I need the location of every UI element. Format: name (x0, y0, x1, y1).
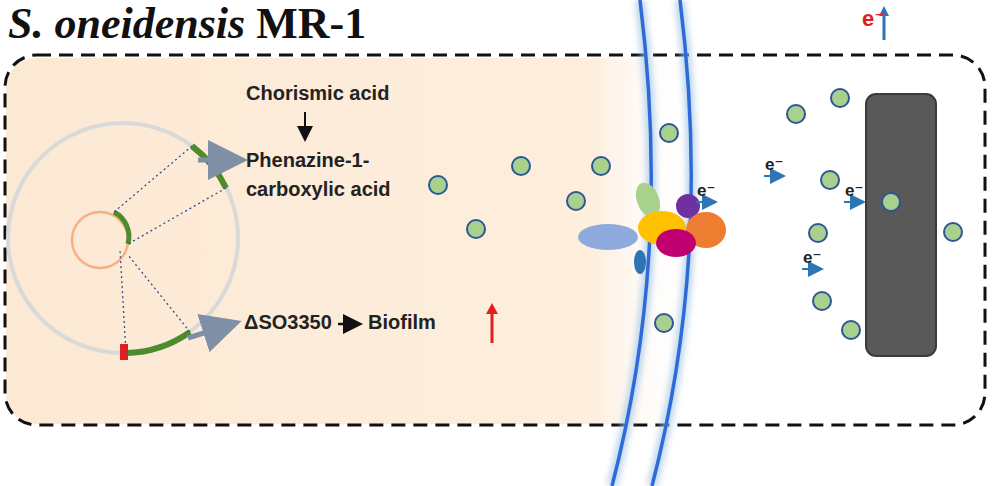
gene-deletion-label: ΔSO3350 (244, 311, 332, 334)
reaction-arrow (304, 112, 306, 138)
electron-label: e⁻ (765, 154, 783, 175)
cell-outline (5, 55, 985, 425)
electron-arrow (696, 176, 862, 269)
compound-label: Chorismic acid (246, 82, 389, 105)
chromosome-ring (8, 123, 238, 353)
increase-arrow (486, 303, 498, 314)
cell-interior (6, 58, 696, 424)
electrode (866, 94, 936, 356)
electrode-wire (896, 0, 904, 96)
gene-arc (192, 146, 226, 188)
electron-label: e⁻ (862, 6, 886, 32)
effect-arrow (338, 323, 358, 326)
gene-arrow (198, 158, 238, 163)
deletion-mark (120, 344, 128, 360)
title: S. oneidensis MR-1 (8, 0, 366, 49)
plasmid-ring (72, 212, 128, 268)
electron-label: e⁻ (803, 247, 821, 268)
protein-complex (578, 179, 726, 274)
gene-arrow (188, 324, 232, 338)
phenotype-label: Biofilm (368, 311, 436, 334)
gene-arc (126, 332, 190, 353)
electron-label: e⁻ (845, 180, 863, 201)
compound-label: Phenazine-1-carboxylic acid (246, 146, 421, 204)
dotted-leaders (114, 146, 226, 353)
gene-arc (114, 212, 129, 244)
increase-arrow (491, 312, 494, 343)
phenazine-dot (429, 89, 962, 339)
electron-label: e⁻ (697, 180, 715, 201)
